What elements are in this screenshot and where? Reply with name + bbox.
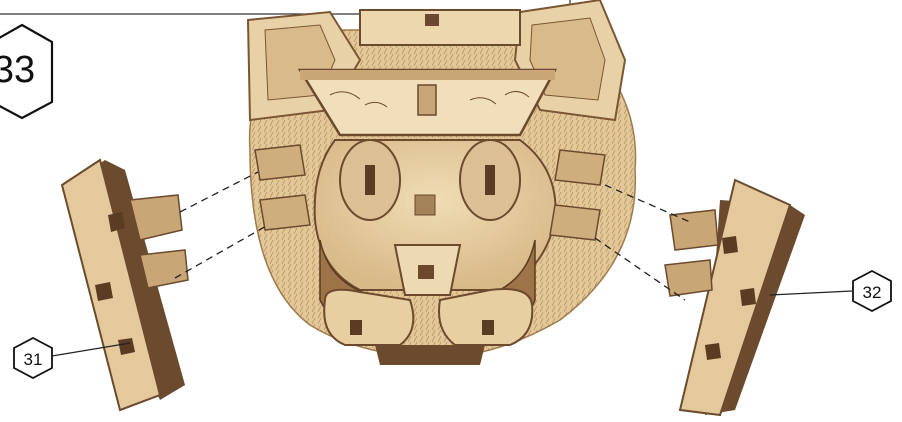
right-part-tabs	[665, 210, 718, 296]
part-number-32: 32	[863, 283, 882, 302]
cat-head-assembly	[248, 0, 636, 365]
step-number: 33	[0, 49, 35, 91]
part-label-32: 32	[853, 271, 891, 311]
top-slot	[425, 14, 439, 26]
top-band	[360, 10, 520, 45]
right-eye-slot	[485, 165, 495, 195]
left-eye-slot	[365, 165, 375, 195]
part-label-31: 31	[14, 338, 52, 378]
leader-line-32	[770, 291, 852, 295]
forehead-edge	[300, 70, 555, 80]
chin	[375, 345, 485, 365]
left-muzzle-pad	[324, 290, 413, 345]
right-muzzle-pad	[439, 289, 532, 345]
right-part-32	[665, 180, 805, 415]
nose-slot	[418, 265, 434, 279]
left-part-31	[62, 160, 188, 410]
step-number-badge: 33	[0, 25, 52, 118]
guide-line-left-upper	[180, 172, 258, 212]
part-number-31: 31	[24, 350, 43, 369]
guide-line-left-lower	[175, 225, 268, 278]
nose-bridge-slot	[415, 195, 435, 215]
forehead-tab	[418, 85, 436, 115]
